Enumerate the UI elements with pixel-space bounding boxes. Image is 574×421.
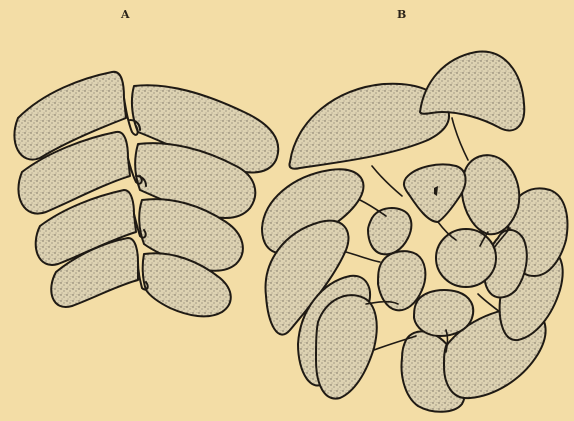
b-bottom-lobe-1 [316,295,377,398]
b-central-disc [436,229,496,287]
b-inner-left-lobe [368,208,411,254]
b-inner-bottom-lobe [414,290,473,336]
b-right-lobe-3 [462,155,519,234]
figure-b [262,52,567,412]
figure-a [14,72,278,317]
